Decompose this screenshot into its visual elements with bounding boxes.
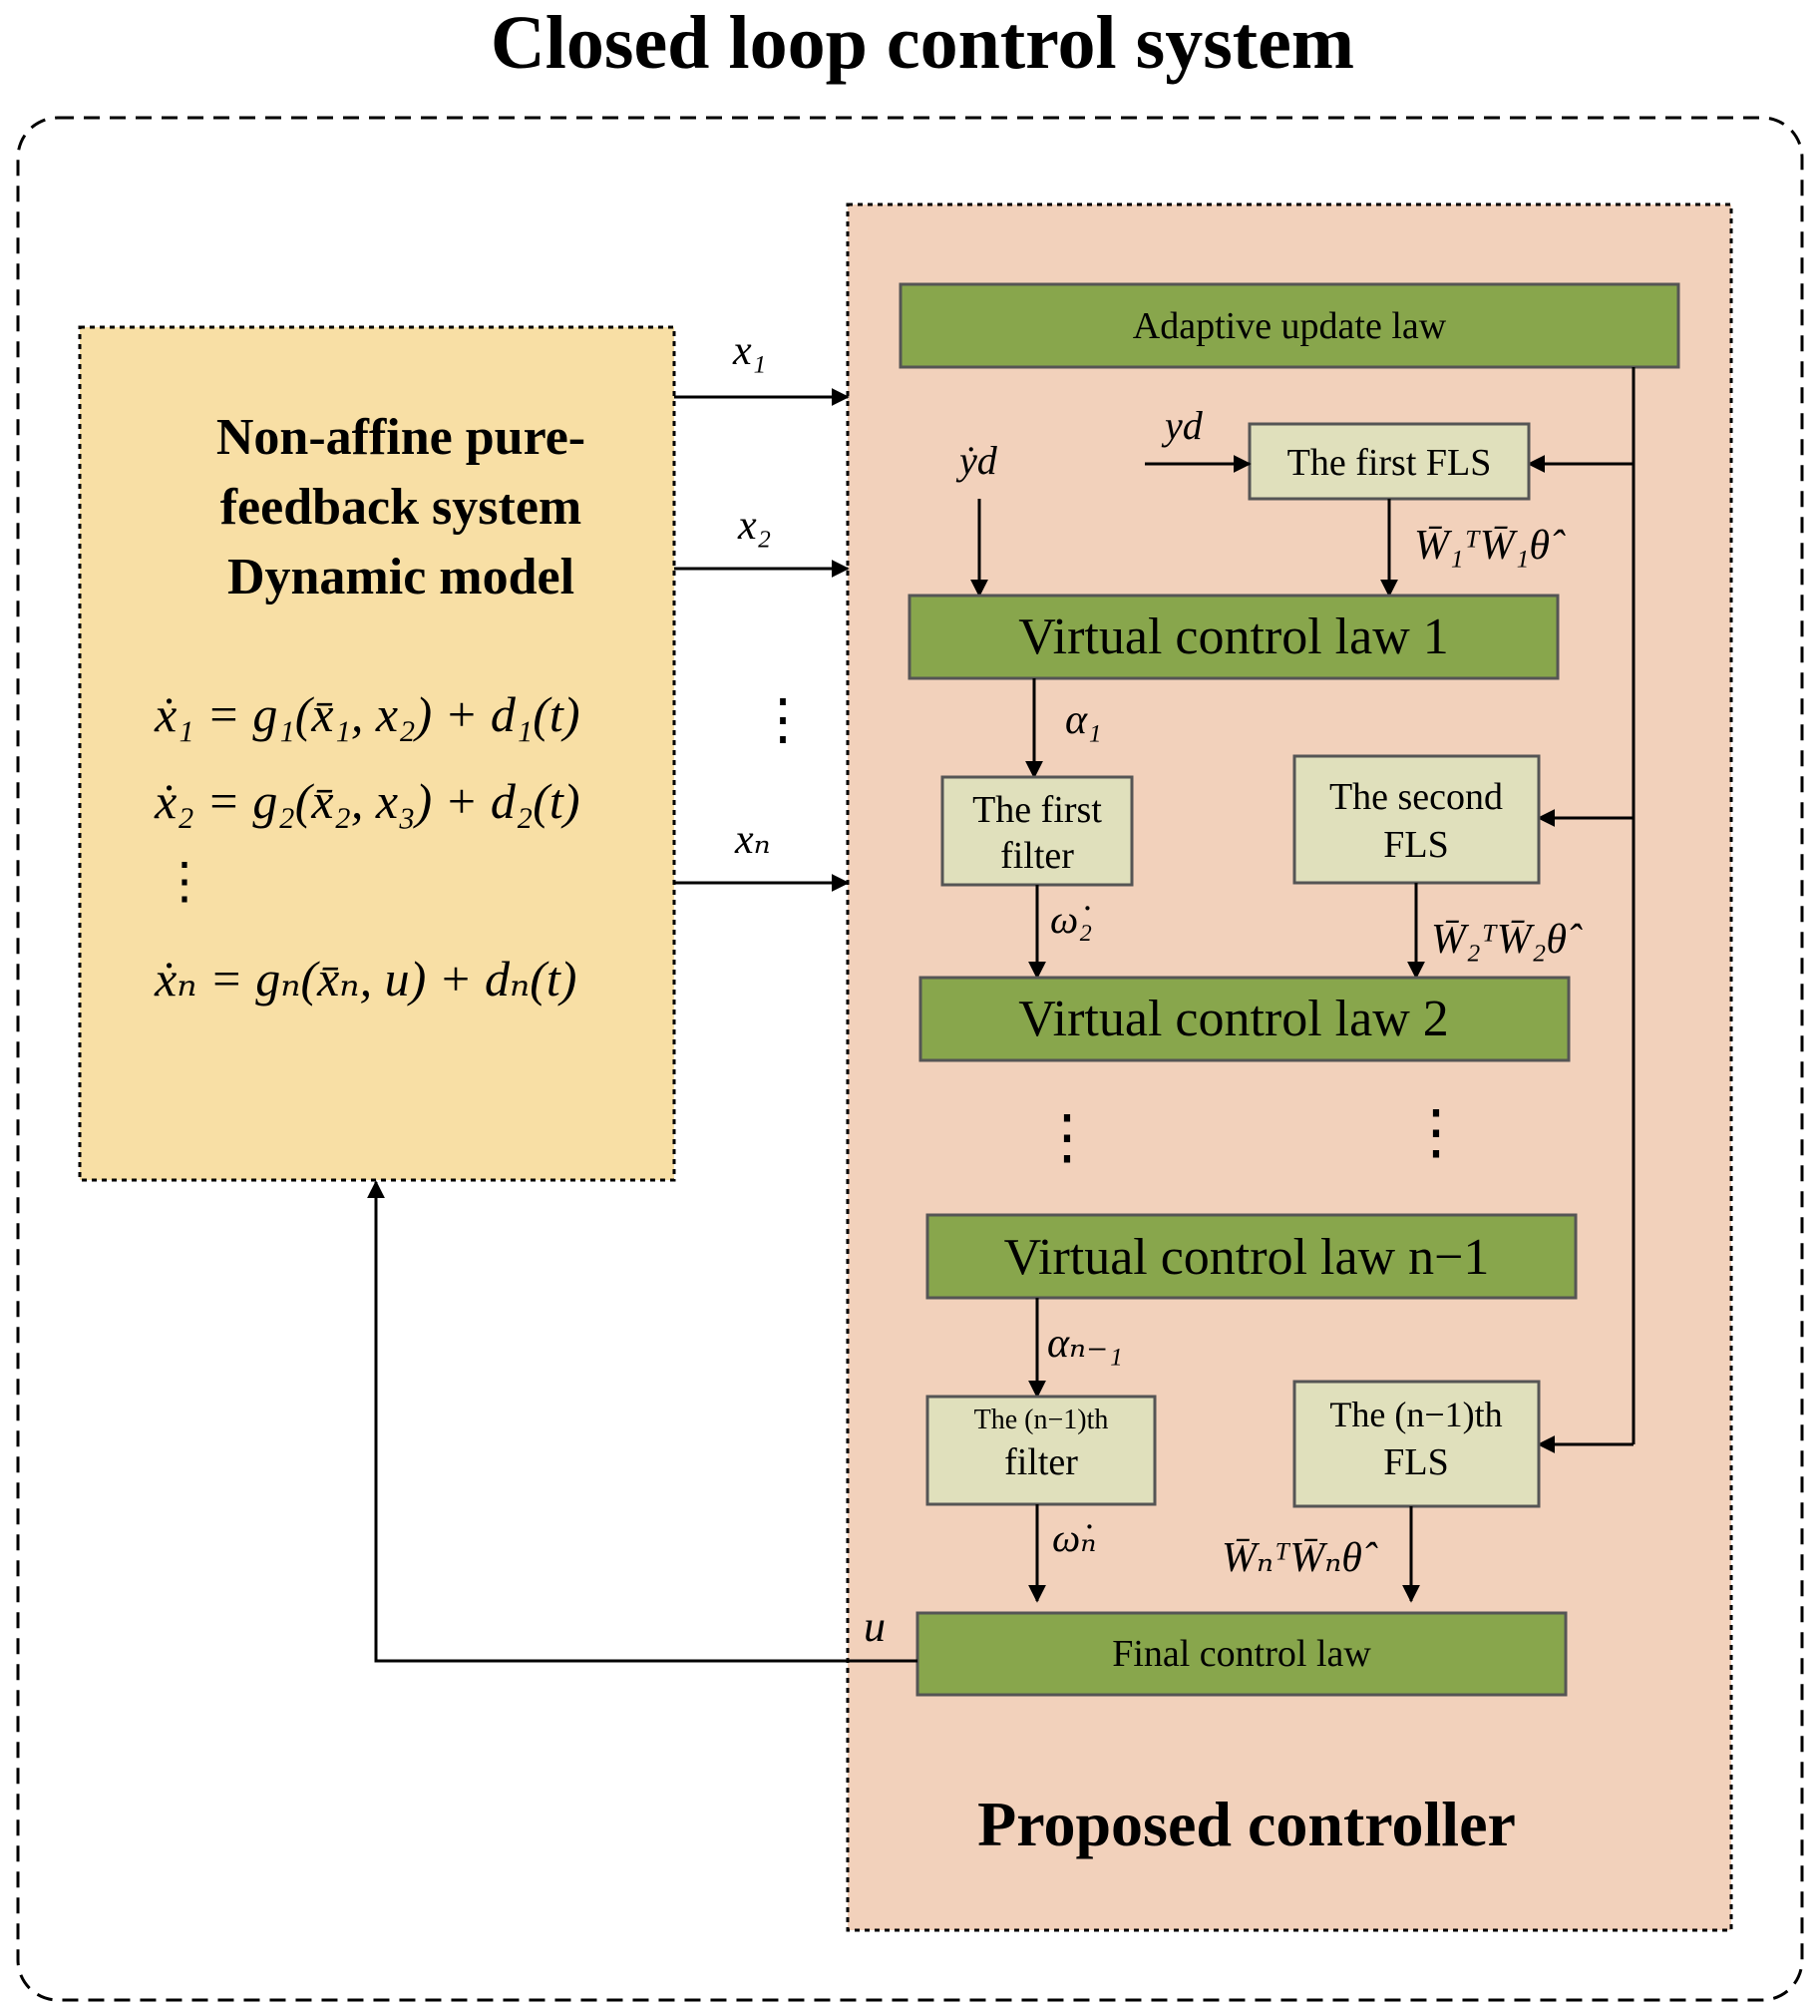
second-fls-label-line1: The second (1329, 776, 1503, 818)
adaptive-update-law-block (899, 282, 1680, 369)
alpha1-label: α₁ (1065, 697, 1102, 743)
x2-label: x₂ (737, 503, 771, 549)
virtual-control-law-1-block (908, 594, 1560, 680)
plant-equation-dots: ⋮ (160, 853, 209, 909)
virtual-control-law-n-1-block (925, 1213, 1578, 1300)
plant-equation-1: ẋ₁ = g₁(x̄₁, x₂) + d₁(t) (154, 686, 579, 742)
alpha-n-1-label: αₙ₋₁ (1047, 1321, 1123, 1367)
wn-label: W̄ₙᵀW̄ₙθ̂ (1222, 1535, 1378, 1581)
plant-region (78, 325, 676, 1182)
u-feedback-line (367, 1180, 917, 1663)
x1-label: x₁ (732, 328, 766, 374)
first-filter-block (940, 775, 1134, 887)
omega2-label: ω̇₂ (1050, 897, 1092, 942)
plant-heading-line2: feedback system (220, 479, 582, 536)
controller-title: Proposed controller (977, 1789, 1516, 1859)
omega-n-label: ω̇ₙ (1052, 1515, 1096, 1560)
first-filter-label-line2: filter (1000, 835, 1074, 877)
final-control-law-label: Final control law (1112, 1633, 1371, 1675)
middle-dots-left: ⋮ (1037, 1104, 1097, 1170)
state-dots: ⋮ (755, 689, 811, 751)
second-fls-label-line2: FLS (1383, 824, 1448, 866)
first-fls-label: The first FLS (1287, 442, 1492, 484)
n-1-filter-block (925, 1395, 1157, 1506)
virtual-control-law-2-block (918, 976, 1571, 1062)
w1-label: W̄₁ᵀW̄₁θ̂ (1414, 523, 1566, 569)
diagram-title: Closed loop control system (491, 1, 1354, 85)
n-1-fls-label-line1: The (n−1)th (1329, 1395, 1502, 1434)
adaptive-update-law-label: Adaptive update law (1133, 305, 1447, 347)
second-fls-block (1292, 754, 1541, 885)
u-label: u (864, 1602, 886, 1651)
virtual-control-law-2-label: Virtual control law 2 (1018, 991, 1449, 1047)
plant-equation-n: ẋₙ = gₙ(x̄ₙ, u) + dₙ(t) (154, 951, 576, 1007)
plant-equation-2: ẋ₂ = g₂(x̄₂, x₃) + d₂(t) (154, 773, 579, 829)
final-control-law-block (915, 1611, 1568, 1697)
first-filter-label-line1: The first (972, 789, 1102, 831)
n-1-filter-label-line1: The (n−1)th (974, 1405, 1109, 1435)
n-1-fls-label-line2: FLS (1383, 1441, 1448, 1483)
middle-dots-right: ⋮ (1406, 1099, 1466, 1165)
n-1-filter-label-line2: filter (1004, 1441, 1078, 1483)
n-1-fls-block (1292, 1380, 1541, 1508)
xn-label: xₙ (734, 817, 771, 863)
w2-label: W̄₂ᵀW̄₂θ̂ (1431, 917, 1583, 963)
plant-heading-line3: Dynamic model (227, 549, 574, 605)
ydot-label: ẏd (955, 438, 998, 483)
yd-label: yd (1161, 403, 1204, 448)
plant-heading-line1: Non-affine pure- (216, 409, 585, 466)
virtual-control-law-n-1-label: Virtual control law n−1 (1004, 1229, 1490, 1286)
virtual-control-law-1-label: Virtual control law 1 (1018, 608, 1449, 665)
